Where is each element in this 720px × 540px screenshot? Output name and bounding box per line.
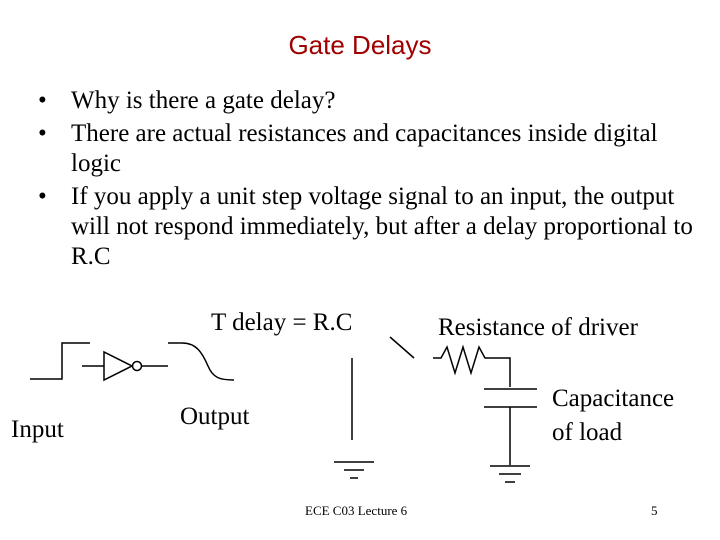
bullet-marker: •: [38, 183, 47, 210]
bullet-text: Why is there a gate delay?: [71, 87, 336, 114]
output-label: Output: [180, 403, 250, 430]
bullet-item: • There are actual resistances and capac…: [38, 119, 698, 179]
capacitance-label-line2: of load: [552, 419, 623, 446]
output-delayed-waveform: [168, 342, 235, 381]
delay-formula: T delay = R.C: [211, 309, 353, 336]
buffer-gate-icon: [103, 350, 134, 382]
bullet-list: • Why is there a gate delay? • There are…: [38, 86, 698, 275]
bullet-marker: •: [38, 120, 47, 147]
switch-icon: [389, 336, 415, 359]
bullet-item: • Why is there a gate delay?: [38, 86, 698, 116]
input-step-waveform: [30, 342, 90, 380]
input-label: Input: [11, 416, 64, 443]
capacitance-label-line1: Capacitance: [552, 385, 675, 412]
resistance-label: Resistance of driver: [438, 314, 638, 341]
bullet-text: There are actual resistances and capacit…: [71, 120, 658, 177]
page-number: 5: [651, 503, 658, 518]
slide-title: Gate Delays: [288, 30, 432, 60]
inverter-bubble-icon: [131, 360, 143, 372]
bullet-text: If you apply a unit step voltage signal …: [71, 183, 693, 270]
bullet-marker: •: [38, 87, 47, 114]
bullet-item: • If you apply a unit step voltage signa…: [38, 182, 698, 272]
footer-course: ECE C03 Lecture 6: [305, 503, 408, 518]
resistor-icon: [433, 344, 511, 387]
